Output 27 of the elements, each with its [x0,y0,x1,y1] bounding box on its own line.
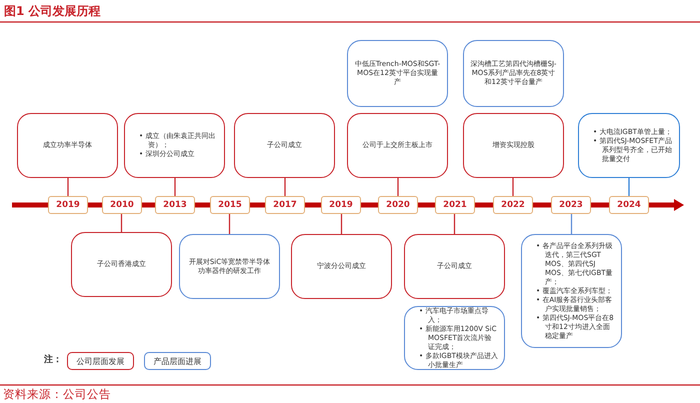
year-box: 2010 [102,196,142,214]
year-box: 2022 [493,196,533,214]
connector-line [454,214,456,234]
connector-line [174,178,176,196]
year-box: 2020 [378,196,418,214]
connector-line [570,214,572,234]
connector-line [628,178,630,196]
connector-line [67,178,69,196]
year-box: 2024 [609,196,649,214]
year-box: 2019 [321,196,361,214]
year-box: 2021 [435,196,475,214]
connector-line [340,214,342,234]
connector-line [284,178,286,196]
year-box: 2019 [48,196,88,214]
figure-title: 图1 公司发展历程 [4,3,101,20]
connector-line [120,214,122,232]
note-label: 注： [44,353,62,366]
connector-line [512,178,514,196]
year-box: 2017 [265,196,305,214]
source-note: 资料来源：公司公告 [3,387,111,402]
year-box: 2013 [155,196,195,214]
year-box: 2015 [210,196,250,214]
legend-item: 公司层面发展 [67,352,134,370]
connector-line [228,214,230,234]
connector-line [397,178,399,196]
year-box: 2023 [551,196,591,214]
legend-item: 产品层面进展 [144,352,211,370]
